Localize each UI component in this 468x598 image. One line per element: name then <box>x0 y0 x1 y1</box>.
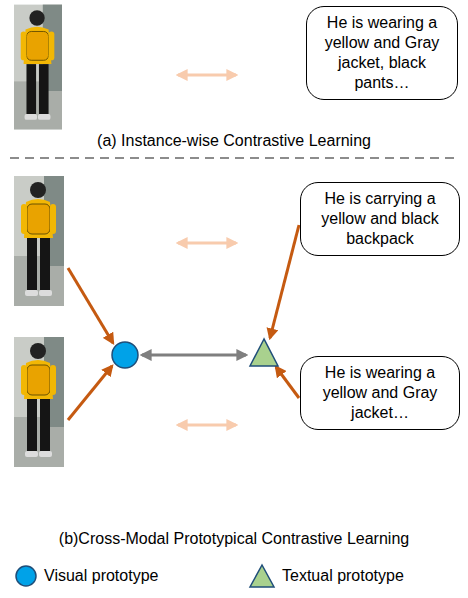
prototype-arrow <box>142 354 246 357</box>
bubble-text: He is wearing a yellow and Gray jacket, … <box>315 13 449 93</box>
dashed-divider <box>10 157 458 159</box>
person-image <box>14 176 64 306</box>
person-image <box>14 5 62 130</box>
caption-label: (a) Instance-wise Contrastive Learning <box>97 131 371 151</box>
legend-triangle <box>250 565 274 587</box>
aggregate-arrow <box>68 268 113 343</box>
aggregate-arrow <box>270 225 299 338</box>
legend-circle <box>16 566 36 586</box>
legend-text: Textual prototype <box>282 566 404 586</box>
speech-bubble: He is wearing a yellow and Gray jacket, … <box>306 6 458 100</box>
contrast-arrow <box>178 424 236 427</box>
bubble-text: He is wearing a yellow and Gray jacket… <box>309 363 451 423</box>
legend-text: Visual prototype <box>44 566 158 586</box>
bubble-text: He is carrying a yellow and black backpa… <box>309 189 451 249</box>
speech-bubble: He is carrying a yellow and black backpa… <box>300 182 460 256</box>
aggregate-arrow <box>276 367 299 398</box>
speech-bubble: He is wearing a yellow and Gray jacket… <box>300 356 460 430</box>
contrast-arrow <box>178 242 236 245</box>
contrast-arrow <box>178 74 236 77</box>
caption-label: (b)Cross-Modal Prototypical Contrastive … <box>59 529 409 549</box>
visual-prototype <box>112 342 138 368</box>
aggregate-arrow <box>68 366 112 420</box>
textual-prototype <box>250 339 278 366</box>
person-image <box>14 337 64 467</box>
